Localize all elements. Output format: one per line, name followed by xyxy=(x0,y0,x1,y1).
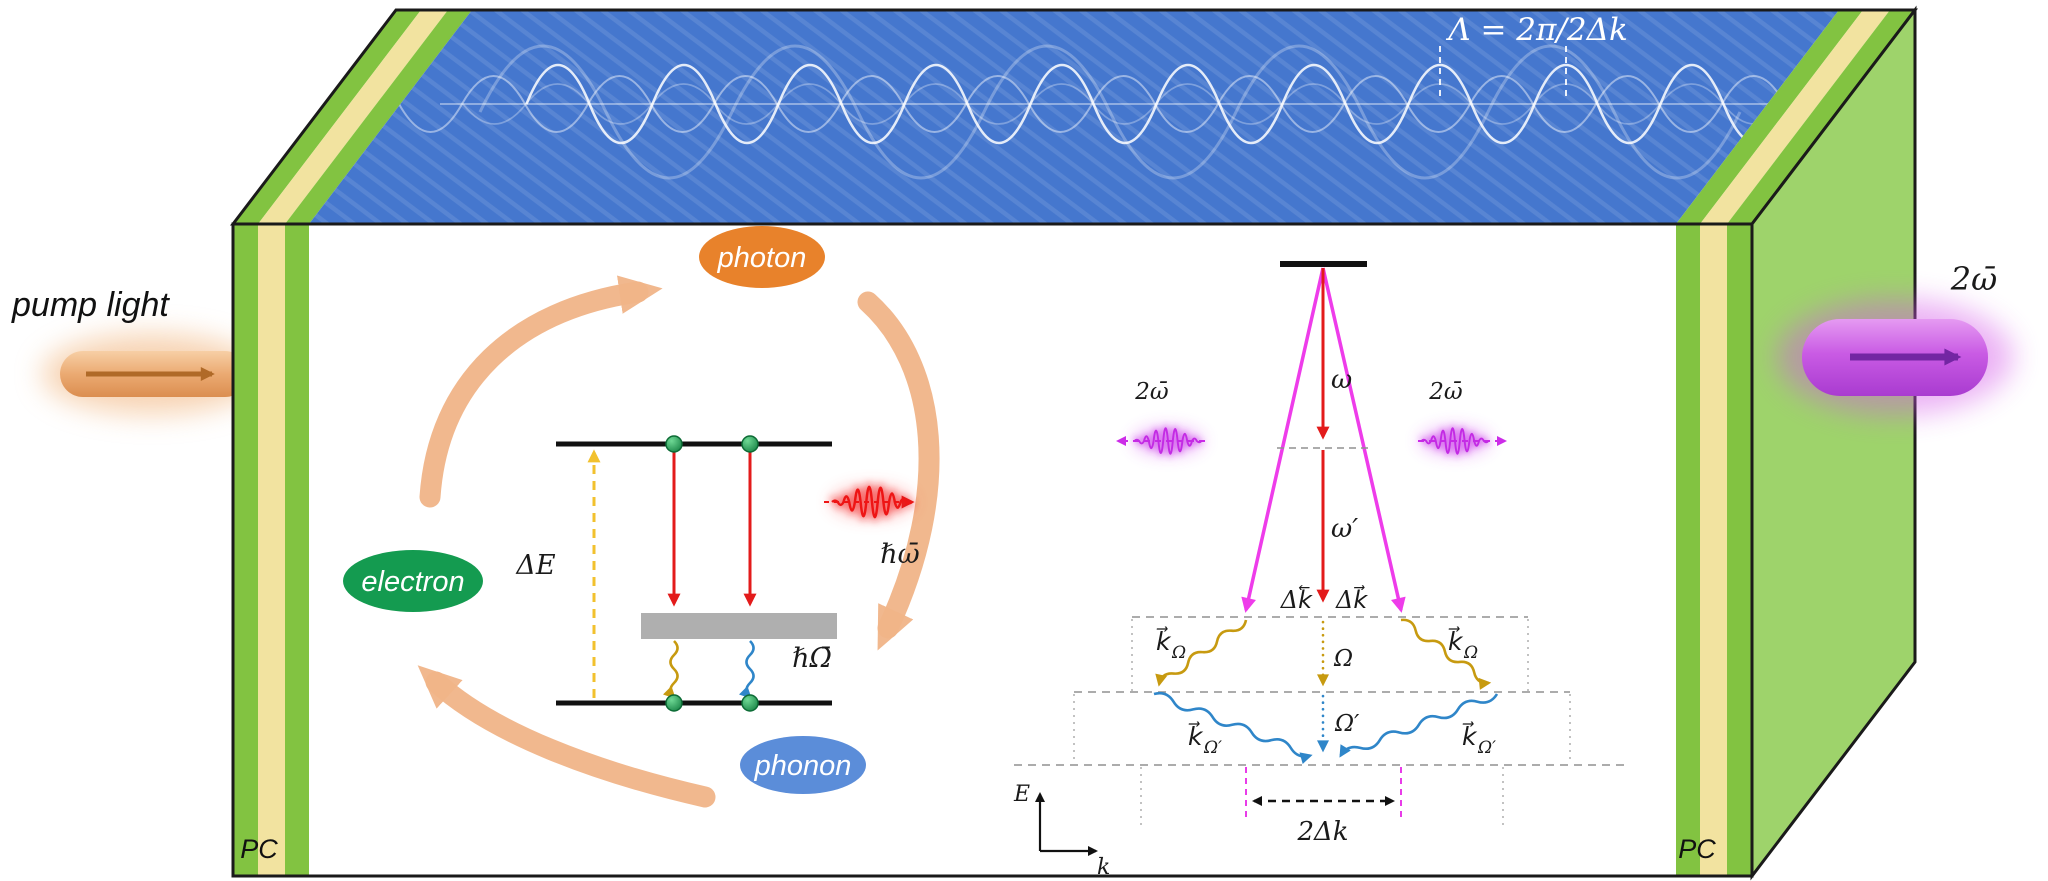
two-omega-label-left: 2ω̄ xyxy=(1134,379,1169,405)
Omega-prime-label: Ω′ xyxy=(1334,711,1360,737)
front-face-outline xyxy=(231,222,1754,878)
k-omega-prime-label-right: k⃗ xyxy=(1462,721,1478,751)
pc-stripe xyxy=(233,224,258,876)
cycle-diagram: photon electron phonon ΔE ℏω̄ ℏΩ̄ xyxy=(343,226,940,808)
defect-band xyxy=(641,613,837,639)
pc-stripe xyxy=(258,224,285,876)
cycle-arrow-photon-to-phonon xyxy=(857,291,940,651)
k-omega-sub-right: Ω xyxy=(1463,643,1478,663)
grating-period-label: Λ = 2π/2Δk xyxy=(1445,12,1628,48)
two-omega-label-right: 2ω̄ xyxy=(1428,379,1463,405)
two-dk-label: 2Δk xyxy=(1296,817,1348,847)
output-beam xyxy=(1777,299,2013,415)
k-omega-prime-wavy-left xyxy=(1153,691,1313,764)
pc-stripe xyxy=(1676,10,1863,224)
phonon-label: phonon xyxy=(754,750,852,782)
wave-line xyxy=(525,63,1839,145)
top-face-streaks xyxy=(309,10,1839,224)
k-omega-prime-wavy-right xyxy=(1339,693,1499,758)
k-omega-prime-sub-right: Ω′ xyxy=(1477,738,1496,758)
pc-stripe xyxy=(1727,224,1752,876)
electron-dot xyxy=(665,694,683,712)
phonon-ellipse xyxy=(740,736,866,794)
cycle-arrow-electron-to-photon xyxy=(419,275,663,508)
pc-label-left: PC xyxy=(240,834,278,864)
k-omega-wavy-left xyxy=(1155,619,1248,687)
wave-pattern xyxy=(398,44,1839,180)
k-omega-wavy-right xyxy=(1400,618,1492,690)
photon-ellipse xyxy=(699,226,825,288)
k-diagram: ω ω′ 2ω̄ 2ω̄ Δk⃖ Δk⃗ k⃗ Ω k⃗ Ω xyxy=(1013,261,1625,880)
pc-stripe xyxy=(1700,10,1890,224)
output-label: 2ω̄ xyxy=(1950,260,1997,298)
electron-label: electron xyxy=(361,566,464,598)
hbar-omega-label: ℏω̄ xyxy=(880,539,919,570)
pc-stripe xyxy=(233,10,421,224)
pump-light-label: pump light xyxy=(11,286,170,324)
crystal-front-face xyxy=(231,222,1754,878)
pc-label-right: PC xyxy=(1678,834,1716,864)
k-omega-label-left: k⃗ xyxy=(1156,626,1172,656)
electron-dot xyxy=(665,435,683,453)
pc-stripe xyxy=(258,10,448,224)
k-omega-label-right: k⃗ xyxy=(1448,626,1464,656)
wave-line xyxy=(462,83,1839,125)
pc-stripe xyxy=(1700,224,1727,876)
Omega-label: Ω xyxy=(1333,646,1353,672)
shg-arrow-left xyxy=(1241,267,1325,613)
wave-line xyxy=(398,75,1786,133)
photon-label: photon xyxy=(717,242,807,274)
wave-line xyxy=(478,44,1742,180)
hbar-Omega-label: ℏΩ̄ xyxy=(792,643,832,674)
k-omega-prime-label-left: k⃗ xyxy=(1188,721,1204,751)
pc-stripe xyxy=(285,10,472,224)
cycle-arrow-phonon-to-electron xyxy=(417,665,716,808)
pc-stripe xyxy=(285,224,309,876)
pc-stripe xyxy=(1676,224,1700,876)
dk-right-label: Δk⃗ xyxy=(1335,585,1368,614)
k-omega-sub-left: Ω xyxy=(1171,643,1186,663)
omega-label: ω xyxy=(1331,365,1352,395)
pc-stripe xyxy=(1727,10,1915,224)
phonon-wavy-blue xyxy=(738,640,755,699)
electron-dot xyxy=(741,694,759,712)
electron-dot xyxy=(741,435,759,453)
front-face-white xyxy=(233,224,1752,876)
shg-arrow-right xyxy=(1321,267,1406,613)
axis-E-label: E xyxy=(1013,782,1030,807)
pump-beam xyxy=(42,334,262,414)
dk-left-label: Δk⃖ xyxy=(1280,585,1313,614)
phonon-wavy-yellow xyxy=(662,640,679,699)
electron-ellipse xyxy=(343,550,483,612)
delta-e-label: ΔE xyxy=(515,550,555,581)
axis-k-label: k xyxy=(1097,855,1110,880)
k-omega-prime-sub-left: Ω′ xyxy=(1203,738,1222,758)
omega-prime-label: ω′ xyxy=(1331,514,1358,544)
crystal-top-face: Λ = 2π/2Δk xyxy=(229,8,1919,226)
